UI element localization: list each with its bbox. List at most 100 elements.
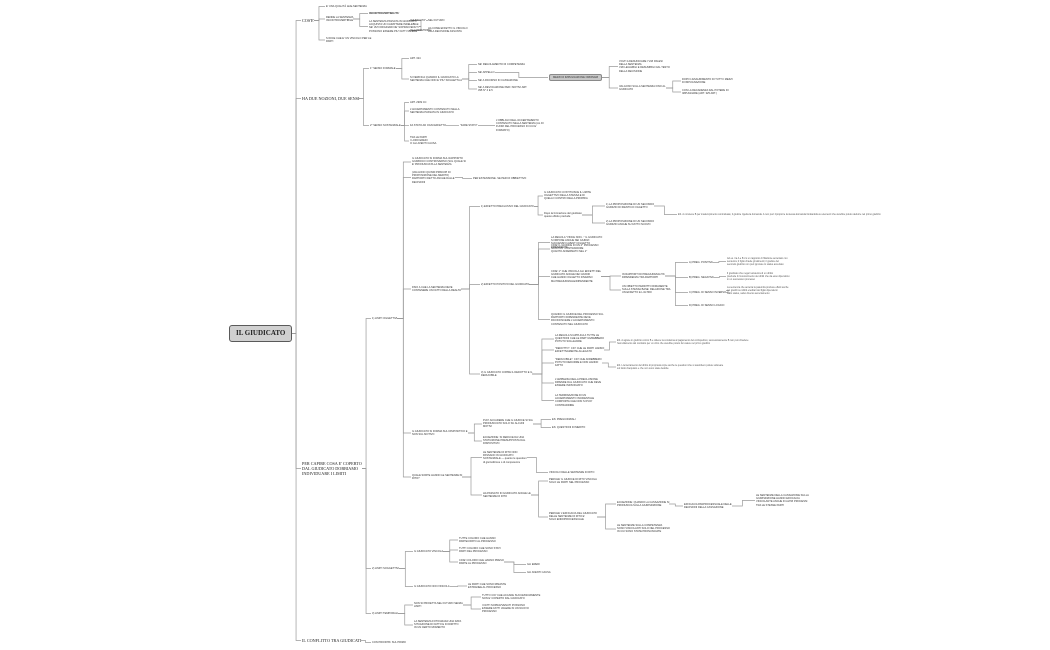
node-eff-prec-2a: 1) LA PROPOSIZIONE DI UN SECONDO GIUDIZI… [606,203,655,210]
node-mezzi-2b: CON LA DECADENZA DAL POTERE DI IMPUGNARE… [682,89,729,96]
node-cose-3: SI DICE CHE E' UN VINCOLO PER LE PARTI [326,37,372,44]
node-form-1b: ES: QUESTIONI DI MERITO [552,426,586,429]
node-formale-2a: NE' REGOLAMENTO DI COMPETENZA [478,63,525,66]
connector-nozioni-to-sostanziale [359,98,369,126]
connector-eff-pos-to-eff-pos-4 [529,284,550,320]
node-sost-3b: L'OBBLIGO DELL'ACCERTAMENTO CONTENUTO NE… [496,119,544,132]
node-sog-1e: GLI AVENTI CAUSA [527,571,551,574]
connector-cose-2-to-cose-2b [353,18,368,27]
connector-nozioni-to-formale [359,68,369,99]
node-formale-2d: NE' A REVOCAZIONE PER I MOTIVI ART. 395 … [478,86,528,93]
connector-deducibile-to-ded-4 [532,373,554,384]
node-mezzi-1: VOLTI A DENUNCIARE I VIZI PALESI DELLA S… [619,60,670,73]
node-deducibile: 3) IL GIUDICATO COPRE IL DEDOTTO E IL DE… [481,371,533,378]
node-form-1: PUO' ACCADERE CHE IL GIUDICE SI SIA PRON… [483,419,533,429]
connector-eff-prec-2-to-eff-prec-2a [582,205,605,216]
connector-mezzi-to-mezzi-1 [602,66,618,78]
node-lim-sogg: 2) LIMITI SOGGETTIVI [372,567,399,570]
connector-sent-2-to-sent-2b [531,494,548,518]
node-cose-2b-1: "GIUDICATO" [410,19,427,22]
node-sostanziale: 2° SENSO SOSTANZIALE [370,124,401,127]
node-limiti: PER CAPIRE COSA E' COPERTO DAL GIUDICATO… [302,461,362,476]
node-ded-4: L'AMPIEZZA DELLA PRECLUSIONE DIPENDE DAL… [555,378,602,388]
node-sog-1c: CIOE' COLORO CHE HANNO PRESO PARTE AL PR… [459,559,504,566]
connector-sostanziale-to-sost-4 [401,125,409,142]
node-sog-2a: LE PARTI CHE SONO RIMASTE ESTRANEE AL PR… [468,583,507,590]
connector-cose-2-to-cose-2a [353,13,368,20]
node-sog-2: IL GIUDICATO NON VINCOLA [414,585,450,588]
connector-cose-2b-to-cose-2b-2 [409,26,422,31]
node-ded-3q: ES. L'accertamento del diritto di propri… [617,364,724,370]
connector-deducibile-to-ded-3 [532,362,554,375]
connector-sent-2b-1a-to-sent-2b-1b [732,500,755,507]
connector-pos-r3-to-pos-r3q [726,290,729,293]
node-pos-r4: D) PREG. DI SENSO LOGICO [689,304,725,307]
node-sent-2a: PERCHE' IL GIUDICE DI RITO VINCOLA SOLO … [549,478,597,485]
connector-sent-2b-1-to-sent-2b-1a [669,503,683,507]
connector-lim-sogg-to-sog-2 [399,568,413,587]
connector-lim-ogg-to-formula [397,318,411,434]
node-sent-2b-2: LE SENTENZE SULLA COMPETENZA SONO VINCOL… [617,524,670,534]
connector-lim-o-3-to-eff-prec [461,206,480,290]
connector-root-to-cose [292,20,301,334]
node-eff-pos-3b: UN OBIETTO PERDITTO RIMANENTE SULLA STES… [622,285,671,295]
node-ded-5: LA TERMINAZIONE DI UN ACCERTAMENTO INCID… [555,394,595,407]
node-mezzi: MEZZI DI IMPUGNAZIONE ORDINARI [549,74,603,82]
node-eff-prec-q: ES. A conviene B per inadempimento contr… [678,213,881,216]
node-lim-o-1: IL GIUDICATO SI FORMA SUL RAPPORTO GIURI… [412,157,466,167]
node-cose-2b: LA SENTENZA PASSATA IN GIUDICATO ACQUIST… [369,20,420,33]
connector-eff-prec-2-to-eff-prec-2b [582,214,605,224]
node-cose-2a: INCONTROVERTIBILITA' [369,12,400,15]
connector-cose-2b-2-to-cose-2b-2a [427,29,432,31]
connector-mezzi-to-mezzi-2 [602,77,618,89]
connector-conflitto-to-conflitto-1 [361,640,371,643]
node-sog-1a: TUTTE COLORO CHE HANNO PARTECIPATO AL PR… [459,537,496,544]
node-sog-1: IL GIUDICATO VINCOLA [414,550,444,553]
node-eff-pos-4: QUANDO IL GIUDICE DEL PROCESSO SUL RAPPO… [551,313,604,326]
connector-lim-ogg-to-sentenza [397,318,411,478]
connector-sog-1c-to-sog-1d [504,561,526,565]
connector-formale-2-to-formale-2a [462,64,477,80]
connector-eff-pos-3a-to-pos-r4 [665,275,688,306]
node-sent-1a: VINCOLO DELLE SENTENZE DI RITO [549,471,595,474]
node-eff-pos: 2) EFFETTO POSITIVO DEL GIUDICATO [481,283,530,286]
node-sost-3: FA STATO AD OGNI EFFETTO [410,124,446,127]
node-cose: COS'E' [302,18,315,23]
node-eff-pos-3: CIOE' 1° CHE VINCOLA GLI EFFETTI DEL GIU… [551,270,602,283]
connector-formale-2-to-formale-2b [462,72,477,80]
connector-sentenza-to-sent-2 [462,476,482,496]
node-temp-1: NON SI PROIETTA NEL FUTURO SENZA LIMITI [414,602,463,609]
node-lim-o-3: FINO A CHE LA SENTENZA DEVE CONTENERE UN… [412,286,462,293]
node-mezzi-2a: DOPO L'ESAURIMENTO DI TUTTI I MEZZI DI I… [682,78,733,85]
connector-sent-2b-to-sent-2b-2 [597,516,616,530]
connector-form-1-to-form-1b [533,423,551,428]
node-formula: IL GIUDICATO SI FORMA SUL DISPOSITIVO E … [412,430,468,437]
connector-ded-3-to-ded-3q [602,362,616,368]
connector-sog-1-to-sog-1c [443,551,458,563]
node-eff-prec: 1) EFFETTO PRECLUSIVO DEL GIUDICATO [481,205,534,208]
node-sent-2b: PERCHE' L'EFFICACIA DEL GIUDICATO DELLE … [549,512,597,522]
connector-sostanziale-to-sost-1 [401,102,409,126]
connector-lim-ogg-to-lim-o-3 [397,288,411,319]
root-node: IL GIUDICATO [229,325,293,342]
connector-eff-pos-3a-to-pos-r1 [665,262,688,277]
node-pos-r3q: La sentenza che accerta la paternità pro… [727,286,789,295]
connector-cose-to-cose-3 [314,20,325,41]
node-sentenza: QUALE SORTE HANNO LE SENTENZE IN RITO? [412,474,463,481]
connector-lim-o-3-to-deducibile [461,288,480,375]
node-pos-r3: C) PREG. DI SENSO INVERSO [689,291,727,294]
node-sent-2b-1: ECCEZIONE: QUANDO LA CASSAZIONE SI PRONU… [617,501,670,508]
node-pos-r1: A) PREG. POSITIVA [689,261,713,264]
node-sog-1d: GLI EREDI [527,563,540,566]
connector-deducibile-to-ded-1 [532,338,554,375]
connector-root-to-nozioni [292,98,301,334]
node-eff-pos-1: LA REGOLA "VINCE NON..." IL GIUDICATO SI… [551,236,603,249]
connector-form-1-to-form-1a [533,419,551,425]
node-sost-2: L'ACCERTAMENTO CONTENUTO NELLA SENTENZA … [410,108,460,115]
node-sent-2b-1a: EFFICACIA PANPROCESSUALE DELLE DECISIONI… [684,503,732,510]
node-lim-o-2: (VALGONO QUINDI PRINCIPI DI PROPOSIZIONE… [412,171,455,184]
node-cose-1: E' UNA QUALITÀ della SENTENZA [326,5,367,8]
connector-formale-2b-to-mezzi [495,72,548,78]
connector-lim-temp-to-temp-2 [398,613,413,626]
